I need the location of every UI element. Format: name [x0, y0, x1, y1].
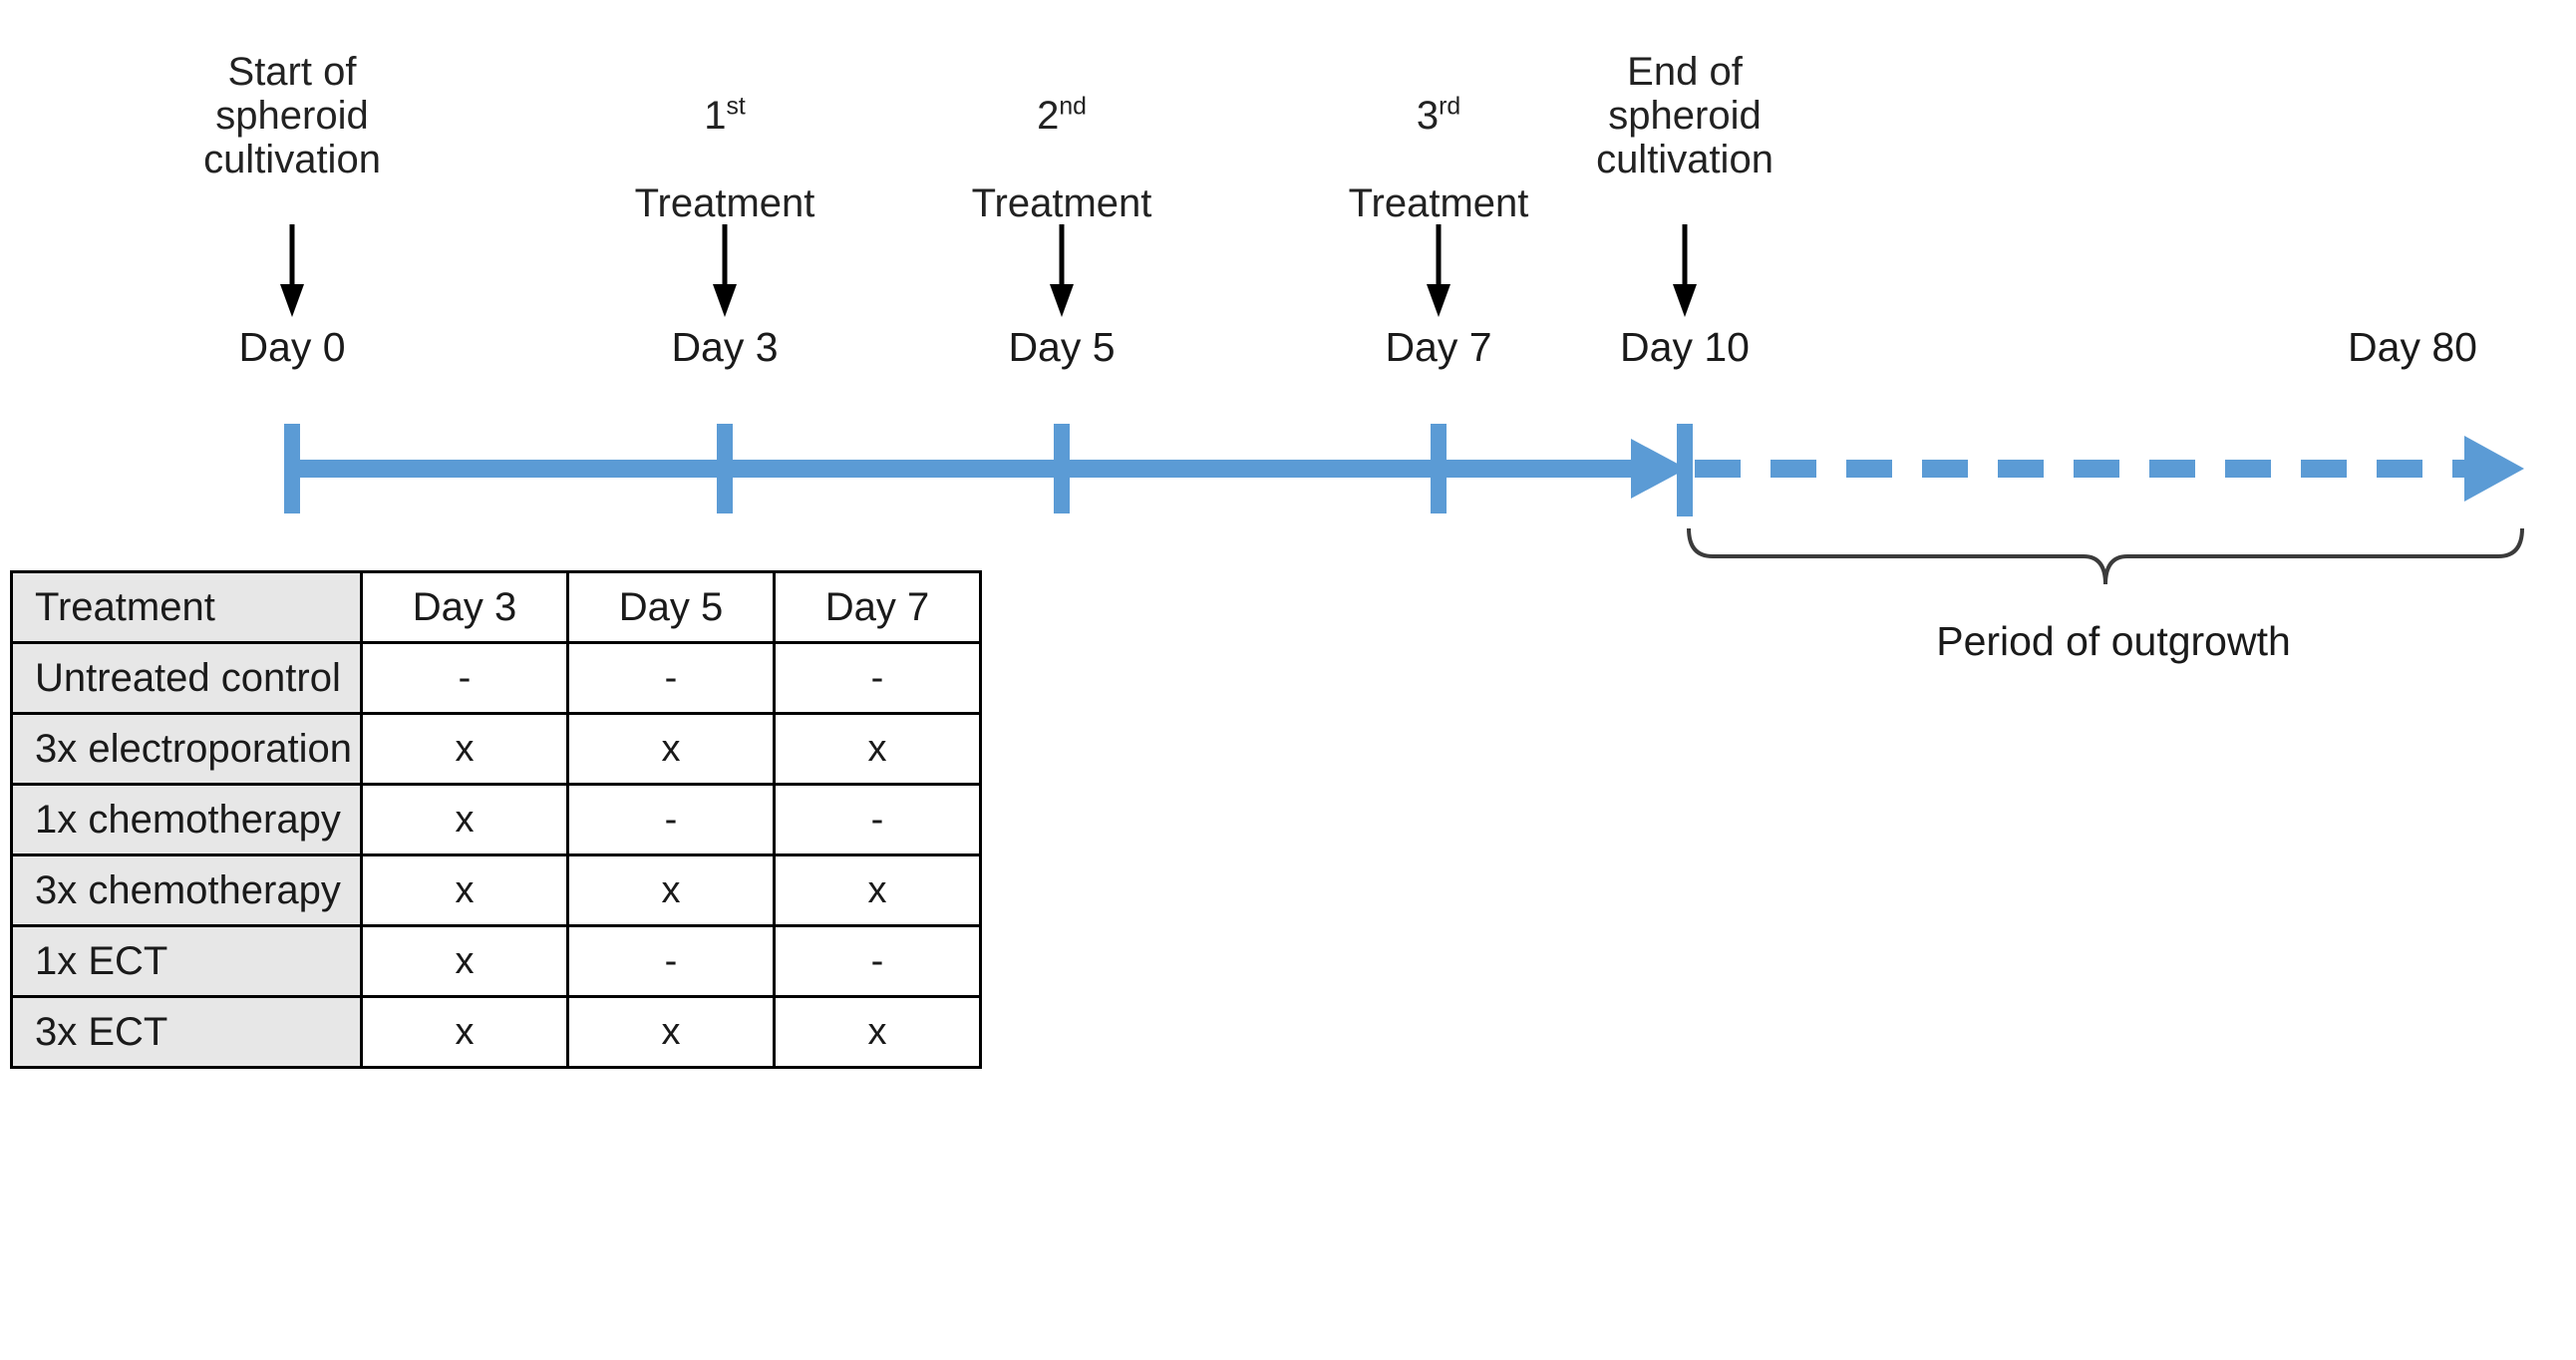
cell-day-3: x — [360, 924, 569, 998]
treatment-schedule-table: Treatment Day 3 Day 5 Day 7 Untreated co… — [10, 570, 982, 1069]
cell-day-5: - — [566, 641, 776, 715]
down-arrow-first-treatment — [713, 224, 737, 317]
table-row: 1x chemotherapy x - - — [10, 783, 982, 856]
event-caption-text: End of spheroid cultivation — [1596, 50, 1773, 181]
cell-day-5: x — [566, 853, 776, 927]
cell-day-5: x — [566, 712, 776, 786]
day-label-day-7: Day 7 — [1385, 324, 1492, 370]
table-header-day-3: Day 3 — [360, 570, 569, 644]
table-row: Untreated control - - - — [10, 641, 982, 715]
table-header-day-5: Day 5 — [566, 570, 776, 644]
cell-day-3: x — [360, 712, 569, 786]
ordinal-label-first: 1st — [525, 94, 924, 138]
cell-day-5: - — [566, 783, 776, 856]
day-label-day-80: Day 80 — [2348, 324, 2477, 370]
outgrowth-period-label: Period of outgrowth — [1936, 618, 2291, 664]
cell-day-7: x — [773, 995, 982, 1069]
row-label: 1x ECT — [10, 924, 363, 998]
cell-day-7: x — [773, 853, 982, 927]
event-caption-second-treatment: 2nd Treatment — [862, 50, 1261, 225]
cell-day-7: x — [773, 712, 982, 786]
event-caption-end-cultivation: End of spheroid cultivation — [1485, 6, 1884, 181]
down-arrow-second-treatment — [1050, 224, 1074, 317]
ordinal-suffix: rd — [1439, 93, 1461, 121]
ordinal-number: 2 — [1037, 94, 1060, 138]
timeline-axis — [284, 424, 2524, 516]
table-row: 3x chemotherapy x x x — [10, 853, 982, 927]
down-arrow-end-cultivation — [1673, 224, 1697, 317]
table-row: 3x electroporation x x x — [10, 712, 982, 786]
row-label: Untreated control — [10, 641, 363, 715]
timeline-solid-arrowhead — [1631, 439, 1687, 499]
down-arrow-third-treatment — [1427, 224, 1450, 317]
day-label-day-5: Day 5 — [1008, 324, 1116, 370]
timeline-dashed-arrowhead — [2464, 436, 2524, 502]
ordinal-suffix: st — [726, 93, 746, 121]
event-caption-text: Treatment — [1348, 181, 1529, 225]
cell-day-7: - — [773, 924, 982, 998]
ordinal-suffix: nd — [1059, 93, 1087, 121]
row-label: 3x ECT — [10, 995, 363, 1069]
event-caption-start-cultivation: Start of spheroid cultivation — [93, 6, 491, 181]
day-label-day-3: Day 3 — [671, 324, 779, 370]
cell-day-7: - — [773, 783, 982, 856]
cell-day-7: - — [773, 641, 982, 715]
event-caption-text: Treatment — [634, 181, 815, 225]
row-label: 3x chemotherapy — [10, 853, 363, 927]
event-caption-third-treatment: 3rd Treatment — [1239, 50, 1638, 225]
event-caption-first-treatment: 1st Treatment — [525, 50, 924, 225]
ordinal-number: 3 — [1416, 94, 1440, 138]
day-label-day-0: Day 0 — [238, 324, 346, 370]
table-header-treatment: Treatment — [10, 570, 363, 644]
ordinal-label-third: 3rd — [1239, 94, 1638, 138]
ordinal-label-second: 2nd — [862, 94, 1261, 138]
event-caption-text: Start of spheroid cultivation — [203, 50, 381, 181]
row-label: 3x electroporation — [10, 712, 363, 786]
cell-day-5: - — [566, 924, 776, 998]
cell-day-3: - — [360, 641, 569, 715]
cell-day-5: x — [566, 995, 776, 1069]
cell-day-3: x — [360, 995, 569, 1069]
cell-day-3: x — [360, 783, 569, 856]
day-label-day-10: Day 10 — [1620, 324, 1750, 370]
down-arrow-start-cultivation — [280, 224, 304, 317]
ordinal-number: 1 — [704, 94, 727, 138]
table-row: 3x ECT x x x — [10, 995, 982, 1069]
table-header-day-7: Day 7 — [773, 570, 982, 644]
row-label: 1x chemotherapy — [10, 783, 363, 856]
event-caption-text: Treatment — [971, 181, 1152, 225]
table-header-row: Treatment Day 3 Day 5 Day 7 — [10, 570, 982, 644]
outgrowth-brace — [1687, 527, 2524, 585]
table-row: 1x ECT x - - — [10, 924, 982, 998]
cell-day-3: x — [360, 853, 569, 927]
